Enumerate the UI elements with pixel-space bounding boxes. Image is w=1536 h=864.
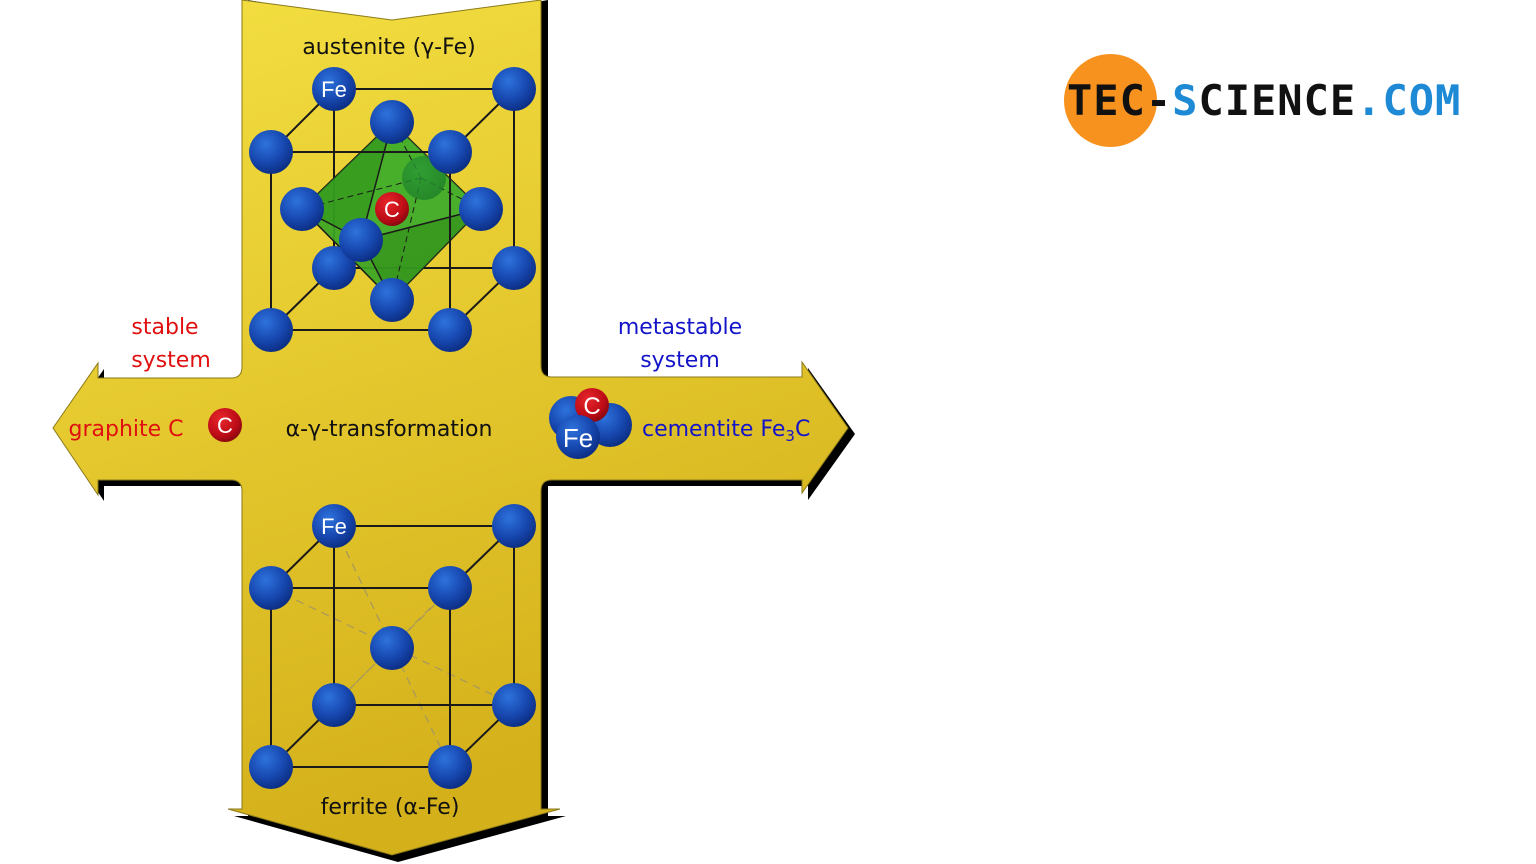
fe-atom bbox=[428, 745, 472, 789]
fe-atom bbox=[249, 745, 293, 789]
graphite-label: graphite C bbox=[68, 417, 183, 442]
arrow-cross bbox=[52, 0, 849, 856]
fe-atom bbox=[492, 67, 536, 111]
fe-atom bbox=[339, 218, 383, 262]
logo-part-tec: TEC- bbox=[1067, 76, 1173, 125]
fe-atom-center bbox=[370, 626, 414, 670]
fe-atom bbox=[492, 683, 536, 727]
fe-atom bbox=[492, 504, 536, 548]
fe-atom bbox=[370, 278, 414, 322]
graphite-carbon-label: C bbox=[217, 413, 233, 438]
fe-atom bbox=[249, 566, 293, 610]
fe-atom-labeled bbox=[312, 504, 356, 548]
logo-sun-icon bbox=[1064, 54, 1157, 147]
carbon-atom bbox=[575, 388, 609, 422]
fe-atom bbox=[249, 308, 293, 352]
fe-atom bbox=[428, 308, 472, 352]
fe-label: Fe bbox=[321, 77, 347, 102]
austenite-front-face bbox=[270, 151, 451, 331]
metastable-system-line2: system bbox=[640, 348, 720, 373]
fe-atom-labeled bbox=[556, 415, 600, 459]
logo-wordmark: TEC-SCIENCE.COM bbox=[1067, 77, 1461, 125]
logo-part-cience: CIENCE bbox=[1198, 76, 1357, 125]
fe-atom bbox=[428, 566, 472, 610]
fe-atom bbox=[492, 246, 536, 290]
fe-atom bbox=[280, 187, 324, 231]
austenite-fcc-cell: C Fe bbox=[249, 67, 536, 352]
transformation-label: α-γ-transformation bbox=[286, 417, 493, 442]
fe-atom-labeled bbox=[312, 67, 356, 111]
cementite-prefix: cementite Fe bbox=[642, 417, 785, 442]
cementite-carbon-label: C bbox=[583, 393, 600, 420]
fe-label: Fe bbox=[321, 514, 347, 539]
carbon-atom bbox=[375, 192, 409, 226]
cementite-label: cementite Fe3C bbox=[642, 417, 810, 445]
carbon-label: C bbox=[384, 197, 400, 222]
tec-science-logo[interactable]: TEC-SCIENCE.COM bbox=[1064, 54, 1494, 149]
graphite-carbon-atom bbox=[208, 408, 242, 442]
cementite-suffix: C bbox=[795, 417, 810, 442]
stable-system-line2: system bbox=[131, 348, 211, 373]
fe-atom bbox=[249, 130, 293, 174]
logo-part-s: S bbox=[1172, 76, 1199, 125]
cementite-subscript: 3 bbox=[785, 427, 795, 445]
logo-part-com: .COM bbox=[1356, 76, 1462, 125]
stable-system-line1: stable bbox=[131, 315, 198, 340]
austenite-title: austenite (γ-Fe) bbox=[302, 35, 475, 60]
fe-atom bbox=[370, 100, 414, 144]
fe-atom bbox=[428, 130, 472, 174]
cementite-molecule: C Fe bbox=[549, 388, 632, 459]
fe-atom bbox=[312, 246, 356, 290]
metastable-system-line1: metastable bbox=[618, 315, 742, 340]
cementite-fe-label: Fe bbox=[563, 423, 593, 453]
fe-atom bbox=[459, 187, 503, 231]
ferrite-title: ferrite (α-Fe) bbox=[321, 795, 460, 820]
fe-atom bbox=[312, 683, 356, 727]
ferrite-bcc-cell: Fe bbox=[249, 504, 536, 789]
